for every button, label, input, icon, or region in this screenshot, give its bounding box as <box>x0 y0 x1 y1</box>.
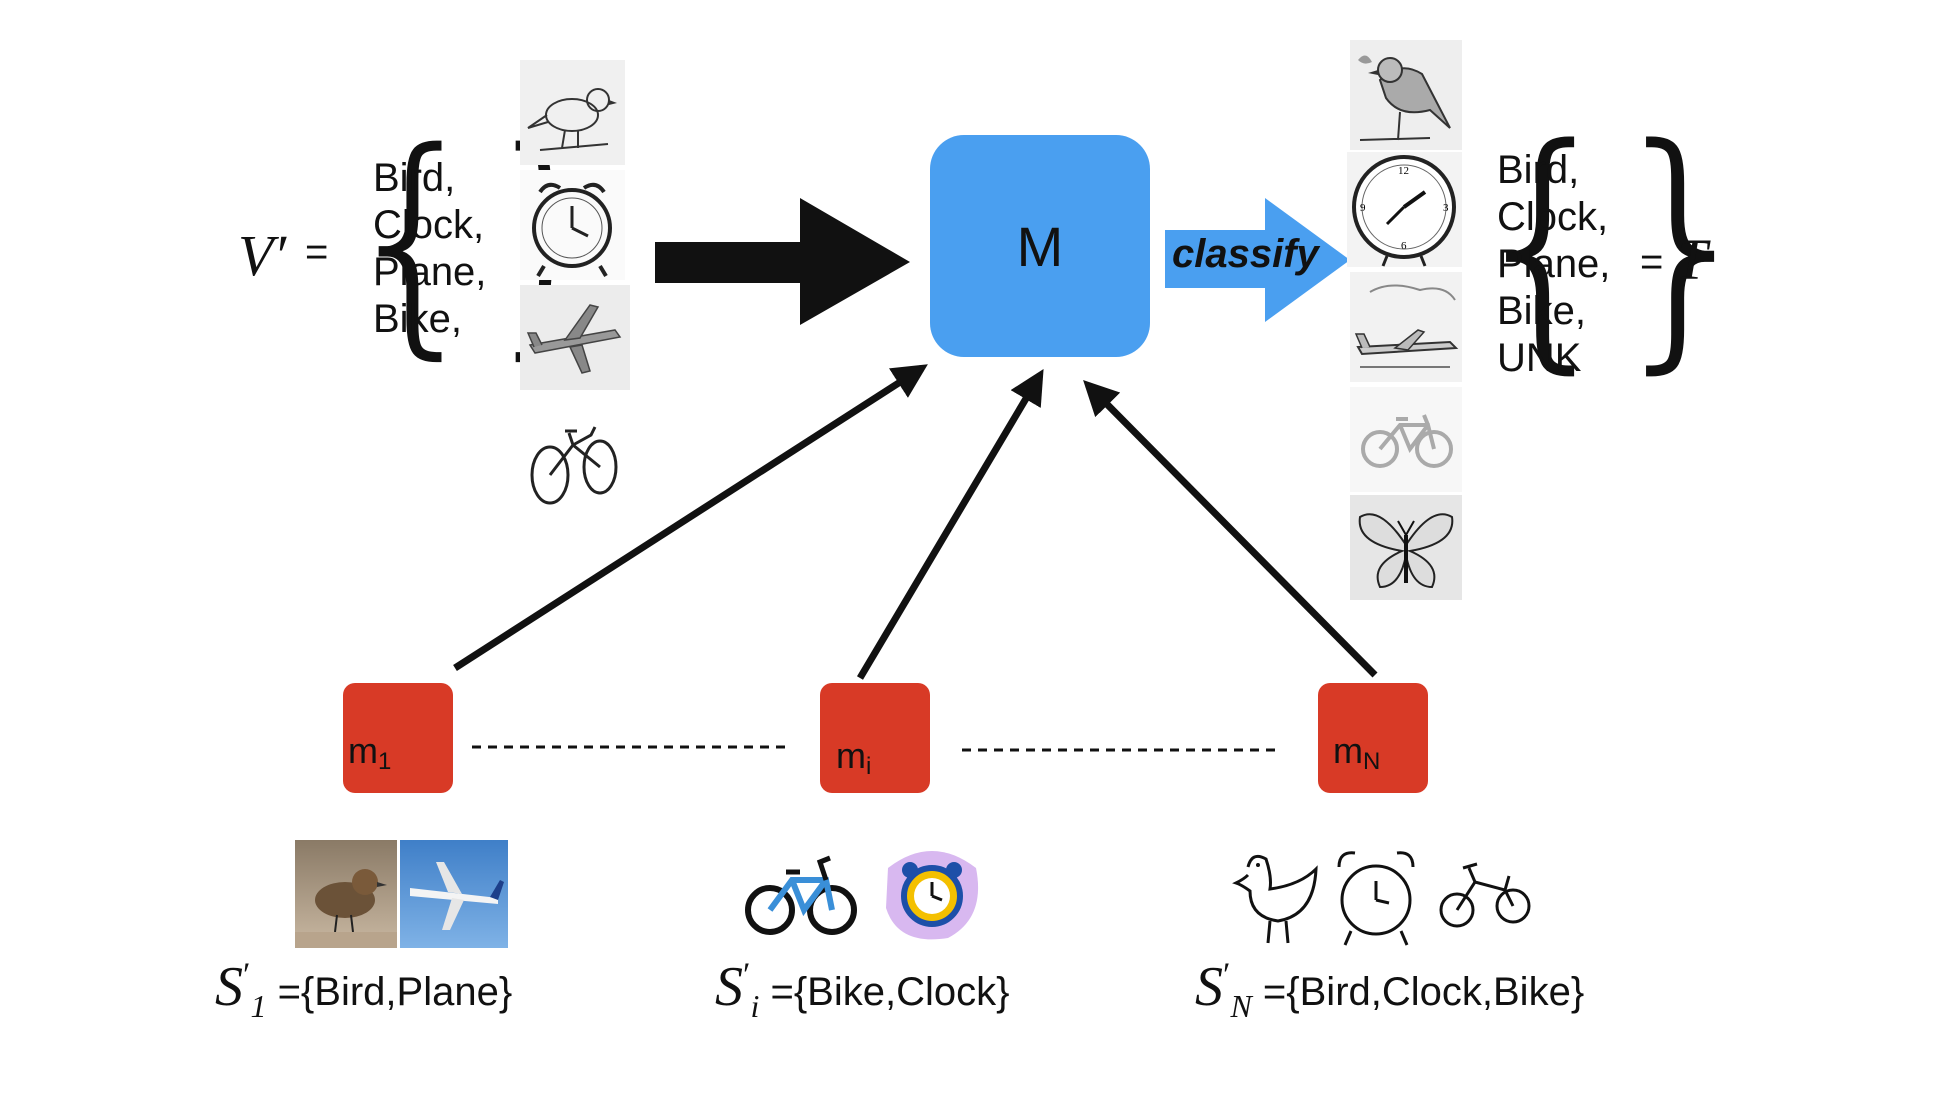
client-1-set-sub: 1 <box>250 988 267 1025</box>
left-set-item: Bird, <box>373 156 456 200</box>
wall-clock-icon: 12 3 6 9 <box>1347 152 1462 267</box>
client-i-set-sub: i <box>750 988 760 1025</box>
bike-cartoon-icon <box>742 838 860 950</box>
bird-sketch-icon <box>1350 40 1462 150</box>
left-set-item: Bike, <box>373 297 462 341</box>
right-set-symbol: T <box>1675 227 1708 292</box>
plane-sketch-icon <box>1350 272 1462 382</box>
arrow-mi-to-M <box>856 368 1044 680</box>
left-set-open-brace: { <box>338 100 491 380</box>
left-set-equals: = <box>305 230 329 274</box>
svg-text:12: 12 <box>1398 165 1409 177</box>
alarm-clock-doodle-icon <box>1325 845 1427 950</box>
right-set-item: UNK <box>1497 336 1582 380</box>
left-set-item: Clock, <box>373 203 485 247</box>
bike-icon <box>1350 387 1462 492</box>
client-1-set: S′1 ={Bird,Plane} <box>215 955 512 1025</box>
svg-text:3: 3 <box>1443 202 1449 214</box>
client-N-set-sym: S <box>1195 956 1223 1018</box>
server-model-label: M <box>1016 214 1064 278</box>
client-1-set-text: ={Bird,Plane} <box>277 970 513 1014</box>
client-model-N-sub: N <box>1363 748 1381 775</box>
client-model-1-label: m1 <box>348 730 391 776</box>
bird-doodle-icon <box>1230 845 1325 950</box>
client-N-set-sub: N <box>1230 988 1252 1025</box>
right-set-close-brace: } <box>1602 94 1768 396</box>
classify-label: classify <box>1172 232 1319 276</box>
input-arrow <box>655 198 910 325</box>
bike-sketch-icon <box>525 405 625 515</box>
client-N-set-text: ={Bird,Clock,Bike} <box>1262 970 1585 1014</box>
client-i-set: S′i ={Bike,Clock} <box>715 955 1009 1025</box>
client-model-1 <box>343 683 453 793</box>
client-i-set-symbol: S′i <box>715 956 760 1025</box>
client-model-N-label: mN <box>1333 730 1380 776</box>
right-set-equals: = <box>1640 240 1664 284</box>
server-model-box: M <box>930 135 1150 357</box>
alarm-clock-cartoon-icon <box>878 838 986 946</box>
client-model-i <box>820 683 930 793</box>
right-set-item: Bird, <box>1497 148 1580 192</box>
right-set-item: Plane, <box>1497 242 1611 286</box>
client-N-set-symbol: S′N <box>1195 956 1252 1025</box>
airplane-photo-icon <box>400 840 508 948</box>
left-set-symbol: V′ <box>238 223 287 288</box>
bike-doodle-icon <box>1435 850 1535 945</box>
client-model-i-label: mi <box>836 735 871 781</box>
client-model-i-base: m <box>836 735 866 776</box>
client-model-1-base: m <box>348 730 378 771</box>
svg-text:6: 6 <box>1401 240 1407 252</box>
client-N-set: S′N ={Bird,Clock,Bike} <box>1195 955 1584 1025</box>
client-model-i-sub: i <box>866 753 872 780</box>
right-set-item: Bike, <box>1497 289 1586 333</box>
client-1-set-sym: S <box>215 956 243 1018</box>
client-model-N-base: m <box>1333 730 1363 771</box>
sparrow-photo-icon <box>295 840 397 948</box>
client-model-N <box>1318 683 1428 793</box>
arrow-m1-to-M <box>453 364 928 671</box>
plane-sketch-icon <box>520 285 630 390</box>
classify-arrow <box>1165 198 1350 322</box>
right-set-items: Bird, Clock, Plane, Bike, UNK <box>1497 147 1610 382</box>
butterfly-sketch-icon <box>1350 495 1462 600</box>
left-set-items: Bird, Clock, Plane, Bike, <box>373 155 486 343</box>
client-model-1-sub: 1 <box>378 748 392 775</box>
client-i-set-text: ={Bike,Clock} <box>770 970 1010 1014</box>
alarm-clock-sketch-icon <box>520 170 625 280</box>
left-set-item: Plane, <box>373 250 487 294</box>
right-set-open-brace: { <box>1462 94 1628 396</box>
svg-text:9: 9 <box>1360 202 1366 214</box>
arrow-mN-to-M <box>1083 380 1378 678</box>
bird-sketch-icon <box>520 60 625 165</box>
right-set-item: Clock, <box>1497 195 1609 239</box>
client-i-set-sym: S <box>715 956 743 1018</box>
client-1-set-symbol: S′1 <box>215 956 267 1025</box>
